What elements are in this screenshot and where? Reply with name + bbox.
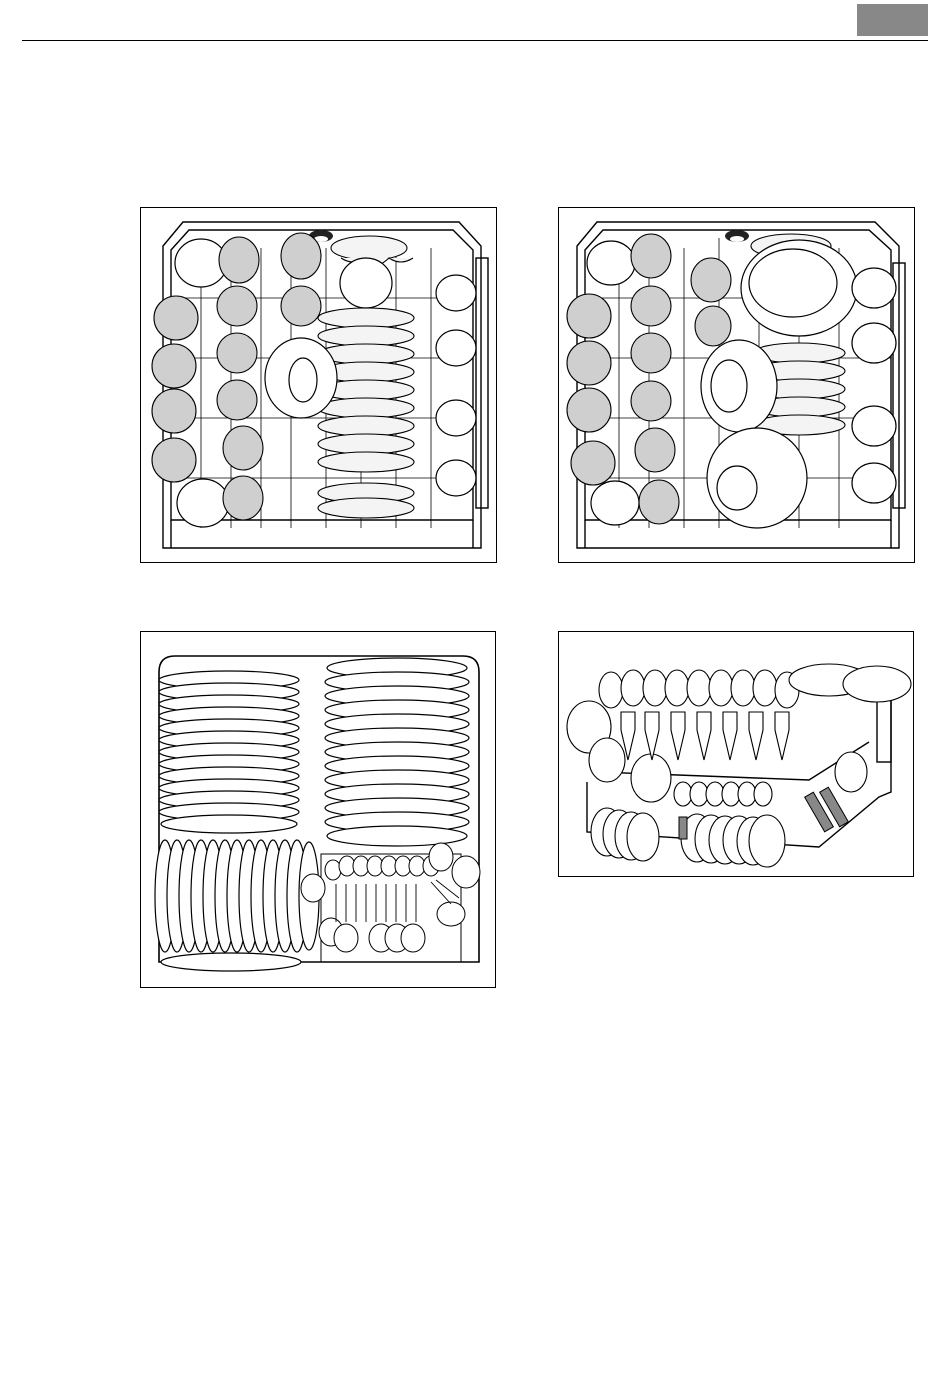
lower-basket-plates-cutlery-illustration (141, 632, 496, 988)
figure-upper-basket-glasses (140, 207, 497, 563)
figure-upper-basket-bowls (558, 207, 915, 563)
upper-basket-cups-bowls-illustration (559, 208, 915, 563)
page-tab-marker (857, 4, 928, 36)
figure-cutlery-basket (558, 631, 914, 877)
upper-basket-cups-glasses-illustration (141, 208, 497, 563)
cutlery-basket-illustration (559, 632, 914, 877)
header-rule (22, 40, 928, 41)
figure-lower-basket-plates (140, 631, 496, 988)
